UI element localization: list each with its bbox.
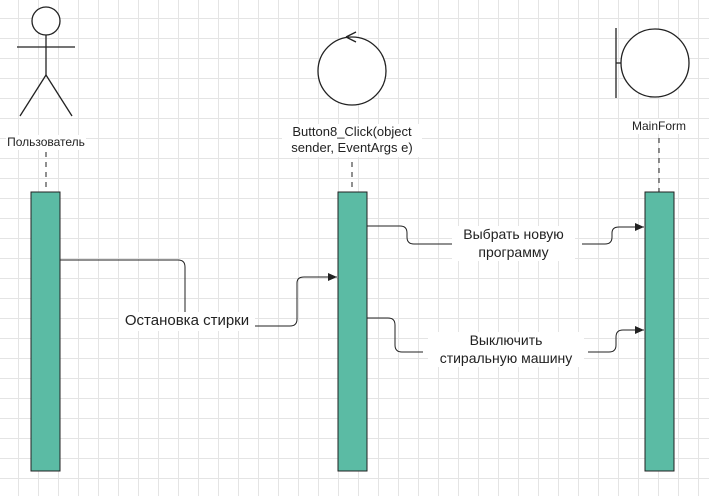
boundary-activation-bar: [644, 191, 675, 472]
actor-label: Пользователь: [6, 135, 86, 150]
message-turn-off-line2: стиральную машину: [439, 349, 573, 366]
control-label-line2: sender, EventArgs e): [291, 140, 413, 156]
message-turn-off-label: Выключить стиральную машину: [428, 332, 584, 367]
control-activation-bar: [337, 191, 368, 472]
actor-figure: [17, 6, 75, 117]
control-label: Button8_Click(object sender, EventArgs e…: [282, 124, 422, 157]
message-select-program-line1: Выбрать новую: [463, 226, 564, 242]
boundary-symbol: [615, 28, 690, 98]
actor-activation-bar: [30, 191, 61, 472]
message-turn-off-arrow: [367, 317, 644, 353]
control-label-line1: Button8_Click(object: [292, 124, 412, 139]
message-stop-wash-label: Остановка стирки: [119, 312, 255, 331]
message-turn-off-line1: Выключить: [469, 332, 543, 348]
control-symbol: [317, 31, 387, 106]
message-select-program-arrow: [367, 226, 644, 245]
boundary-label: MainForm: [622, 119, 696, 134]
message-stop-wash-arrow: [60, 259, 337, 327]
message-select-program-label: Выбрать новую программу: [452, 226, 575, 261]
message-select-program-line2: программу: [478, 243, 549, 260]
